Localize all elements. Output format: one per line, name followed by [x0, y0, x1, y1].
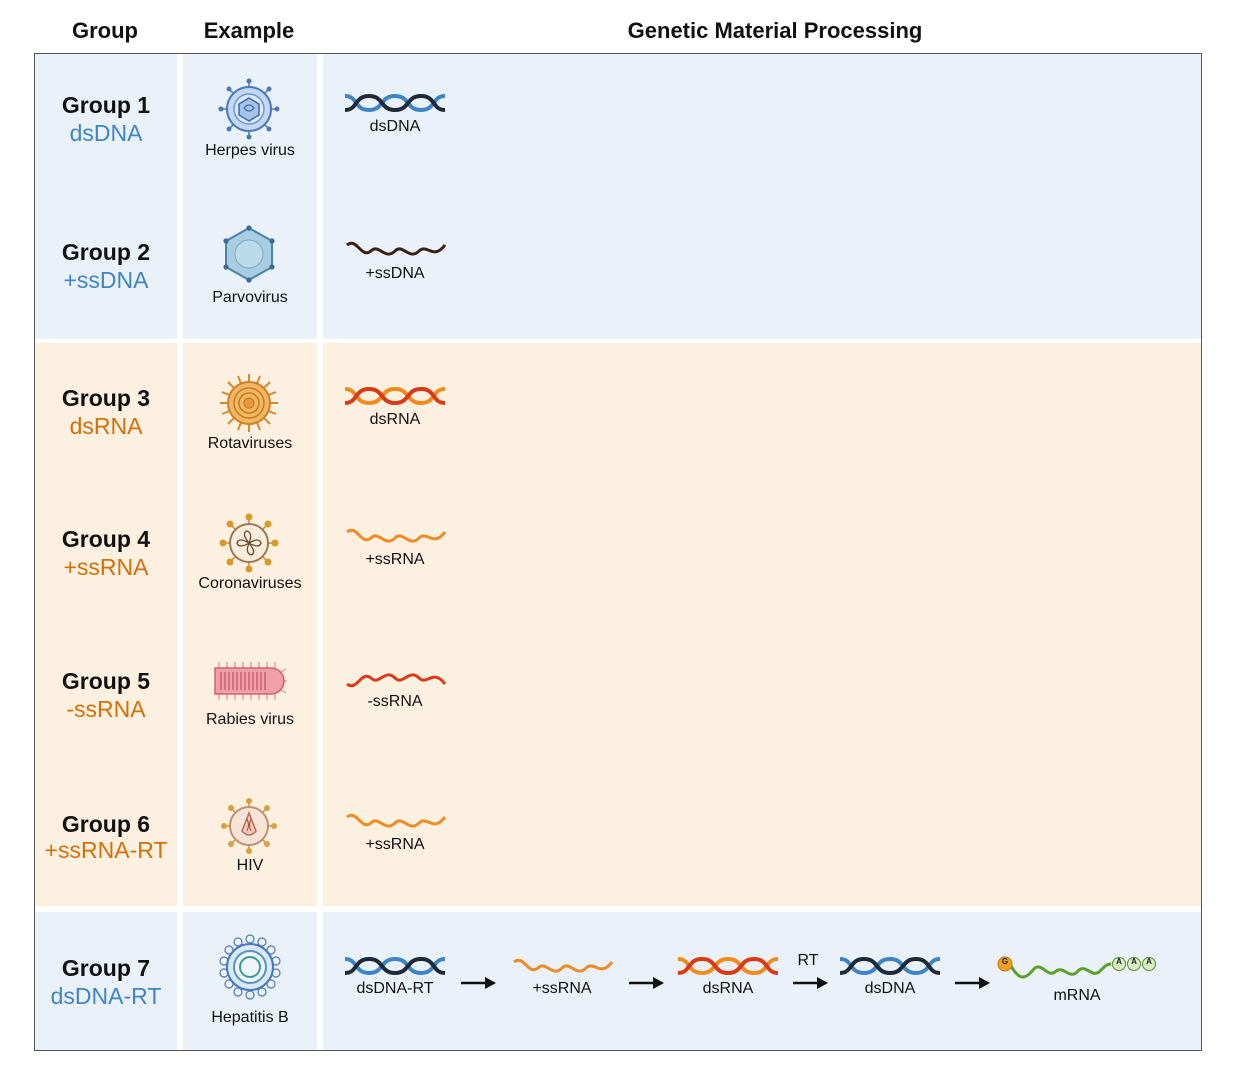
group-title: Group 3: [61, 385, 151, 411]
group-type: dsRNA: [69, 413, 143, 439]
strand-label: dsRNA: [369, 411, 421, 428]
example-name: Coronaviruses: [198, 575, 302, 592]
group-type: dsDNA: [69, 120, 143, 146]
group-column-cell: [35, 54, 177, 339]
group-title: Group 4: [61, 526, 151, 552]
group-type: dsDNA-RT: [50, 983, 162, 1009]
rt-label: RT: [797, 952, 819, 969]
arrow-icon: [793, 977, 828, 989]
parvovirus-icon: [223, 225, 275, 283]
polya-label: A: [1116, 957, 1122, 966]
dsrna-strand-icon: [344, 386, 446, 406]
group-type: +ssRNA-RT: [44, 837, 168, 863]
header-group: Group: [72, 18, 138, 43]
group-type: +ssDNA: [63, 267, 149, 293]
example-name: Rotaviruses: [207, 435, 293, 452]
strand-label: +ssRNA: [365, 836, 425, 853]
rabies-virus-icon: [214, 662, 287, 700]
group-column-cell: [35, 912, 177, 1050]
group-title: Group 5: [61, 668, 151, 694]
strand-label: -ssRNA: [367, 693, 423, 710]
example-name: Parvovirus: [212, 289, 288, 306]
processing-column-cell: [323, 54, 1201, 339]
group-type: +ssRNA: [63, 554, 149, 580]
band-dna: [35, 54, 1201, 339]
hiv-icon: [221, 798, 277, 854]
arrow-icon: [461, 977, 496, 989]
band-rna: [35, 343, 1201, 906]
group-column-cell: [35, 343, 177, 906]
group-title: Group 1: [61, 92, 151, 118]
cap-label: G: [1001, 957, 1009, 966]
rotavirus-icon: [220, 374, 278, 432]
polya-label: A: [1131, 957, 1137, 966]
dsdna-rt-strand-icon: [344, 956, 446, 976]
ssrna-strand-icon: [346, 673, 447, 688]
ssrna-strand-icon: [513, 958, 614, 973]
strand-label: +ssDNA: [365, 265, 425, 282]
strand-label: dsDNA-RT: [356, 980, 434, 997]
arrow-icon: [629, 977, 664, 989]
ssdna-strand-icon: [346, 241, 447, 256]
strand-label: dsDNA: [369, 118, 421, 135]
ssrna-strand-icon: [346, 528, 447, 543]
classification-table: Group 1 dsDNA Herpes virus dsDNA Group 2…: [34, 53, 1202, 1051]
example-name: Herpes virus: [205, 142, 295, 159]
ssrna-strand-icon: [346, 813, 447, 828]
header-processing: Genetic Material Processing: [627, 18, 923, 43]
coronavirus-icon: [219, 513, 279, 573]
arrow-icon: [955, 977, 990, 989]
processing-column-cell: [323, 343, 1201, 906]
example-name: HIV: [236, 857, 264, 874]
band-rt: [35, 912, 1201, 1050]
mrna-icon: G A A A: [997, 956, 1163, 980]
hepatitis-b-icon: [219, 934, 281, 1000]
herpes-virus-icon: [218, 78, 280, 140]
header-example: Example: [203, 18, 295, 43]
strand-label: dsDNA: [864, 980, 916, 997]
group-type: -ssRNA: [66, 696, 146, 722]
dsdna-strand-icon: [839, 956, 941, 976]
group-title: Group 6: [61, 811, 151, 837]
example-name: Rabies virus: [205, 711, 295, 728]
strand-label: mRNA: [1053, 987, 1101, 1004]
strand-label: +ssRNA: [365, 551, 425, 568]
strand-label: dsRNA: [702, 980, 754, 997]
dsdna-strand-icon: [344, 93, 446, 113]
group-title: Group 7: [61, 955, 151, 981]
dsrna-strand-icon: [677, 956, 779, 976]
polya-label: A: [1146, 957, 1152, 966]
example-name: Hepatitis B: [211, 1009, 289, 1026]
strand-label: +ssRNA: [532, 980, 592, 997]
processing-column-cell: [323, 912, 1201, 1050]
group-title: Group 2: [61, 239, 151, 265]
